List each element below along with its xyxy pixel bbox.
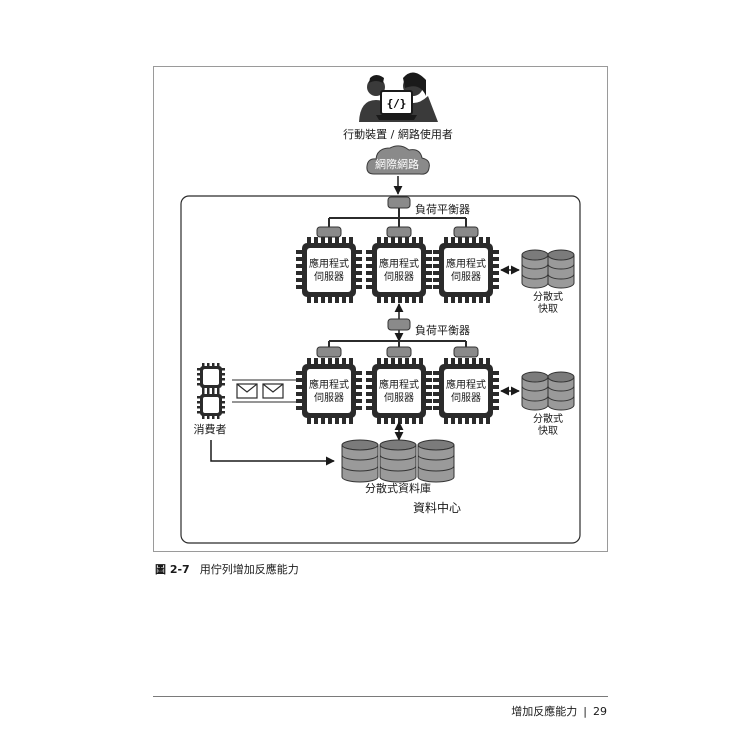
figure-frame — [153, 66, 608, 552]
app-server-label-1: 應用程式 — [379, 257, 419, 270]
users-label: 行動裝置 / 網路使用者 — [343, 127, 453, 141]
app-server-label-1: 應用程式 — [309, 257, 349, 270]
cache-bottom-label-2: 快取 — [538, 425, 558, 437]
footer-separator: | — [583, 705, 587, 718]
footer-section-title: 增加反應能力 — [511, 705, 578, 718]
app-server-label-1: 應用程式 — [446, 257, 486, 270]
app-server-label-2: 伺服器 — [384, 391, 414, 404]
app-server-label-2: 伺服器 — [314, 270, 344, 283]
app-server-label-2: 伺服器 — [451, 391, 481, 404]
load-balancer-mid-label: 負荷平衡器 — [415, 324, 470, 337]
code-icon: {/} — [387, 97, 407, 110]
cache-bottom-label-1: 分散式 — [533, 412, 563, 425]
figure-caption: 圖 2-7 用佇列增加反應能力 — [155, 561, 299, 577]
app-server-label-1: 應用程式 — [309, 378, 349, 391]
load-balancer-mid — [387, 318, 411, 331]
users-icon — [359, 72, 438, 122]
page-number: 29 — [593, 705, 607, 718]
app-server-label-2: 伺服器 — [451, 270, 481, 283]
cache-top-label-1: 分散式 — [533, 290, 563, 303]
consumer-to-db-arrow — [210, 440, 335, 466]
footer-rule — [153, 696, 608, 697]
app-server-label-1: 應用程式 — [379, 378, 419, 391]
app-server-label-2: 伺服器 — [314, 391, 344, 404]
server-nic — [453, 346, 479, 358]
page-footer: 增加反應能力 | 29 — [511, 703, 607, 719]
message-queue — [232, 379, 298, 403]
datacenter-label: 資料中心 — [413, 500, 461, 515]
datacenter-boundary — [180, 195, 581, 544]
app-server-label-1: 應用程式 — [446, 378, 486, 391]
lb-top-connectors — [328, 208, 467, 228]
figure-number: 圖 2-7 — [155, 563, 190, 576]
app-server-label-2: 伺服器 — [384, 270, 414, 283]
server-nic — [316, 346, 342, 358]
load-balancer-top-label: 負荷平衡器 — [415, 203, 470, 216]
internet-label: 網際網路 — [375, 157, 419, 171]
cache-top-label-2: 快取 — [538, 303, 558, 315]
figure-caption-text: 用佇列增加反應能力 — [199, 563, 299, 576]
database-label: 分散式資料庫 — [365, 481, 431, 495]
server-nic — [386, 346, 412, 358]
consumers-label: 消費者 — [194, 422, 227, 436]
internet-cloud — [366, 145, 430, 175]
